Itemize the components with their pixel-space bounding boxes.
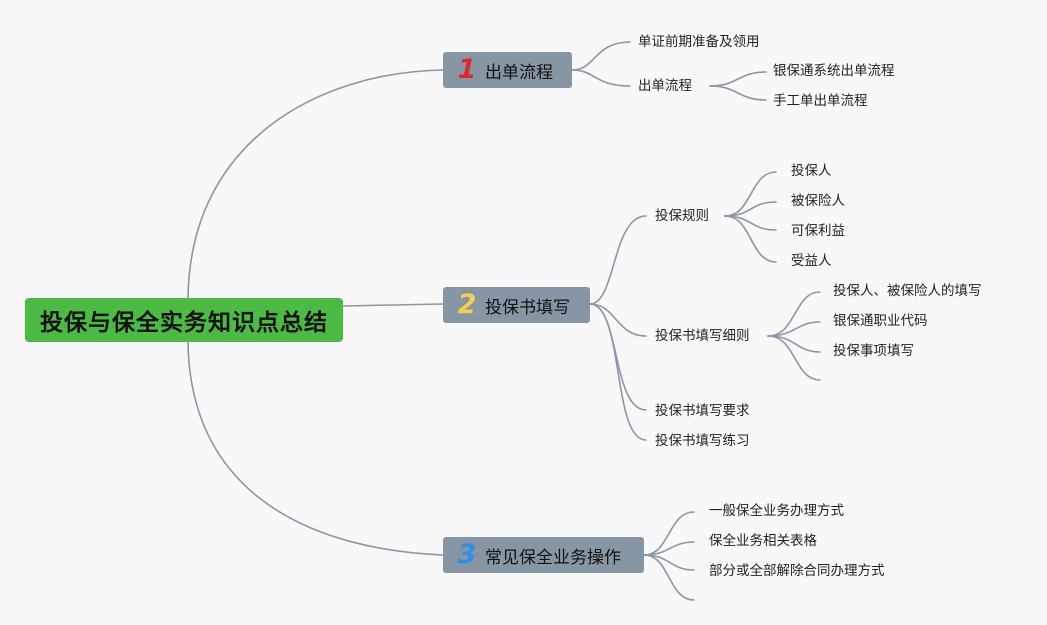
topic-fill-policyholder-insured[interactable]: 投保人、被保险人的填写 [833,283,982,299]
topic-application-items[interactable]: 投保事项填写 [833,343,914,359]
branch-3-topic[interactable]: 3 常见保全业务操作 [443,537,644,573]
topic-general-preservation[interactable]: 一般保全业务办理方式 [709,503,844,519]
topic-bank-system-issuance[interactable]: 银保通系统出单流程 [773,63,895,79]
branch-number-3: 3 [457,539,477,570]
topic-document-preparation[interactable]: 单证前期准备及领用 [638,34,760,50]
connector-c2-to-d1 [709,71,767,87]
topic-contract-termination[interactable]: 部分或全部解除合同办理方式 [709,563,885,579]
branch-number-2: 2 [457,289,477,320]
connector-c2-to-d2 [709,85,767,101]
topic-form-practice[interactable]: 投保书填写练习 [655,433,750,449]
connector-details-to-4 [767,335,821,381]
connector-details-to-1 [767,291,821,337]
branch-3-label: 常见保全业务操作 [485,547,621,568]
root-topic[interactable]: 投保与保全实务知识点总结 [25,298,343,342]
branch-number-1: 1 [457,54,477,85]
connector-rules-to-4 [724,215,777,263]
connector-b1-to-c1 [571,41,631,71]
topic-form-details[interactable]: 投保书填写细则 [655,328,750,344]
connector-b3-to-1 [643,511,695,556]
branch-2-label: 投保书填写 [485,297,570,318]
topic-preservation-forms[interactable]: 保全业务相关表格 [709,533,817,549]
topic-issuance-process[interactable]: 出单流程 [638,78,692,94]
connector-b1-to-c2 [571,69,631,87]
branch-1-label: 出单流程 [485,62,553,83]
connector-details-to-3 [767,335,821,353]
connector-root-to-b3 [187,341,444,556]
connector-b2-to-rules [589,215,647,305]
connector-root-to-b2 [342,303,444,307]
topic-beneficiary[interactable]: 受益人 [791,253,832,269]
topic-occupation-code[interactable]: 银保通职业代码 [833,313,928,329]
branch-1-topic[interactable]: 1 出单流程 [443,52,572,88]
connector-rules-to-1 [724,171,777,217]
connector-b2-to-require [589,303,647,411]
topic-insurable-interest[interactable]: 可保利益 [791,223,845,239]
topic-form-requirements[interactable]: 投保书填写要求 [655,403,750,419]
topic-policyholder[interactable]: 投保人 [791,163,832,179]
topic-manual-issuance[interactable]: 手工单出单流程 [773,93,868,109]
topic-insured[interactable]: 被保险人 [791,193,845,209]
connector-b2-to-practice [589,303,647,441]
topic-application-rules[interactable]: 投保规则 [655,208,709,224]
branch-2-topic[interactable]: 2 投保书填写 [443,287,590,323]
connector-root-to-b1 [187,69,444,299]
connector-b2-to-details [589,303,647,337]
connector-b3-to-4 [643,554,695,601]
